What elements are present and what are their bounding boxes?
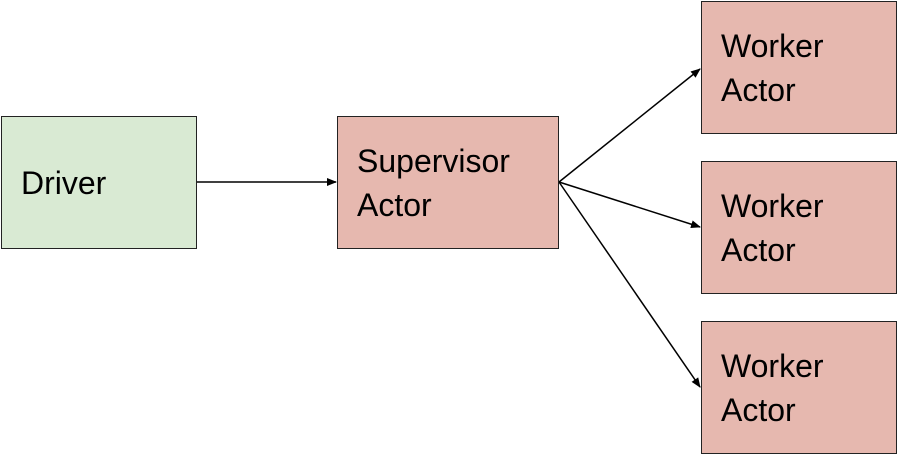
worker-3-label-line-2: Actor [721, 391, 796, 428]
driver-node: Driver [1, 116, 197, 249]
worker-actor-node-2: Worker Actor [701, 161, 897, 294]
supervisor-label-line-1: Supervisor [357, 142, 510, 179]
supervisor-label-line-2: Actor [357, 186, 432, 223]
worker-actor-node-1: Worker Actor [701, 1, 897, 134]
worker-2-label-line-1: Worker [721, 187, 824, 224]
worker-1-label-line-1: Worker [721, 27, 824, 64]
supervisor-actor-node: Supervisor Actor [337, 116, 559, 249]
arrow-supervisor-to-worker-3 [558, 181, 701, 388]
arrow-supervisor-to-worker-1 [558, 68, 701, 183]
worker-3-label-line-1: Worker [721, 347, 824, 384]
worker-actor-node-3: Worker Actor [701, 321, 897, 454]
arrow-supervisor-to-worker-2 [558, 181, 701, 229]
worker-2-label-line-2: Actor [721, 231, 796, 268]
worker-1-label-line-2: Actor [721, 71, 796, 108]
driver-label: Driver [21, 164, 107, 201]
